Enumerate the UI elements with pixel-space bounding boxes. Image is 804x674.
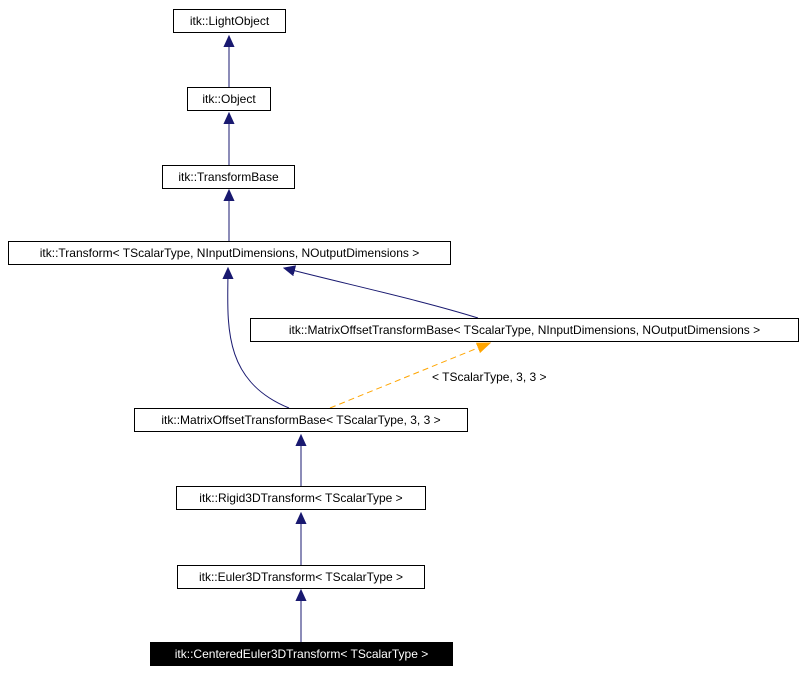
edge-matrixoffset3d-to-transform bbox=[228, 268, 290, 409]
node-matrix-offset-3d[interactable]: itk::MatrixOffsetTransformBase< TScalarT… bbox=[134, 408, 468, 432]
node-matrix-offset-generic[interactable]: itk::MatrixOffsetTransformBase< TScalarT… bbox=[250, 318, 799, 342]
node-centered-euler3d-transform: itk::CenteredEuler3DTransform< TScalarTy… bbox=[150, 642, 453, 666]
node-transform-base[interactable]: itk::TransformBase bbox=[162, 165, 295, 189]
node-rigid3d-transform[interactable]: itk::Rigid3DTransform< TScalarType > bbox=[176, 486, 426, 510]
node-object[interactable]: itk::Object bbox=[187, 87, 271, 111]
template-instantiation-label: < TScalarType, 3, 3 > bbox=[432, 370, 547, 384]
edge-template-instantiation bbox=[329, 343, 490, 409]
node-light-object[interactable]: itk::LightObject bbox=[173, 9, 286, 33]
edge-matrixoffset-generic-to-transform bbox=[284, 268, 479, 319]
node-euler3d-transform[interactable]: itk::Euler3DTransform< TScalarType > bbox=[177, 565, 425, 589]
node-transform[interactable]: itk::Transform< TScalarType, NInputDimen… bbox=[8, 241, 451, 265]
